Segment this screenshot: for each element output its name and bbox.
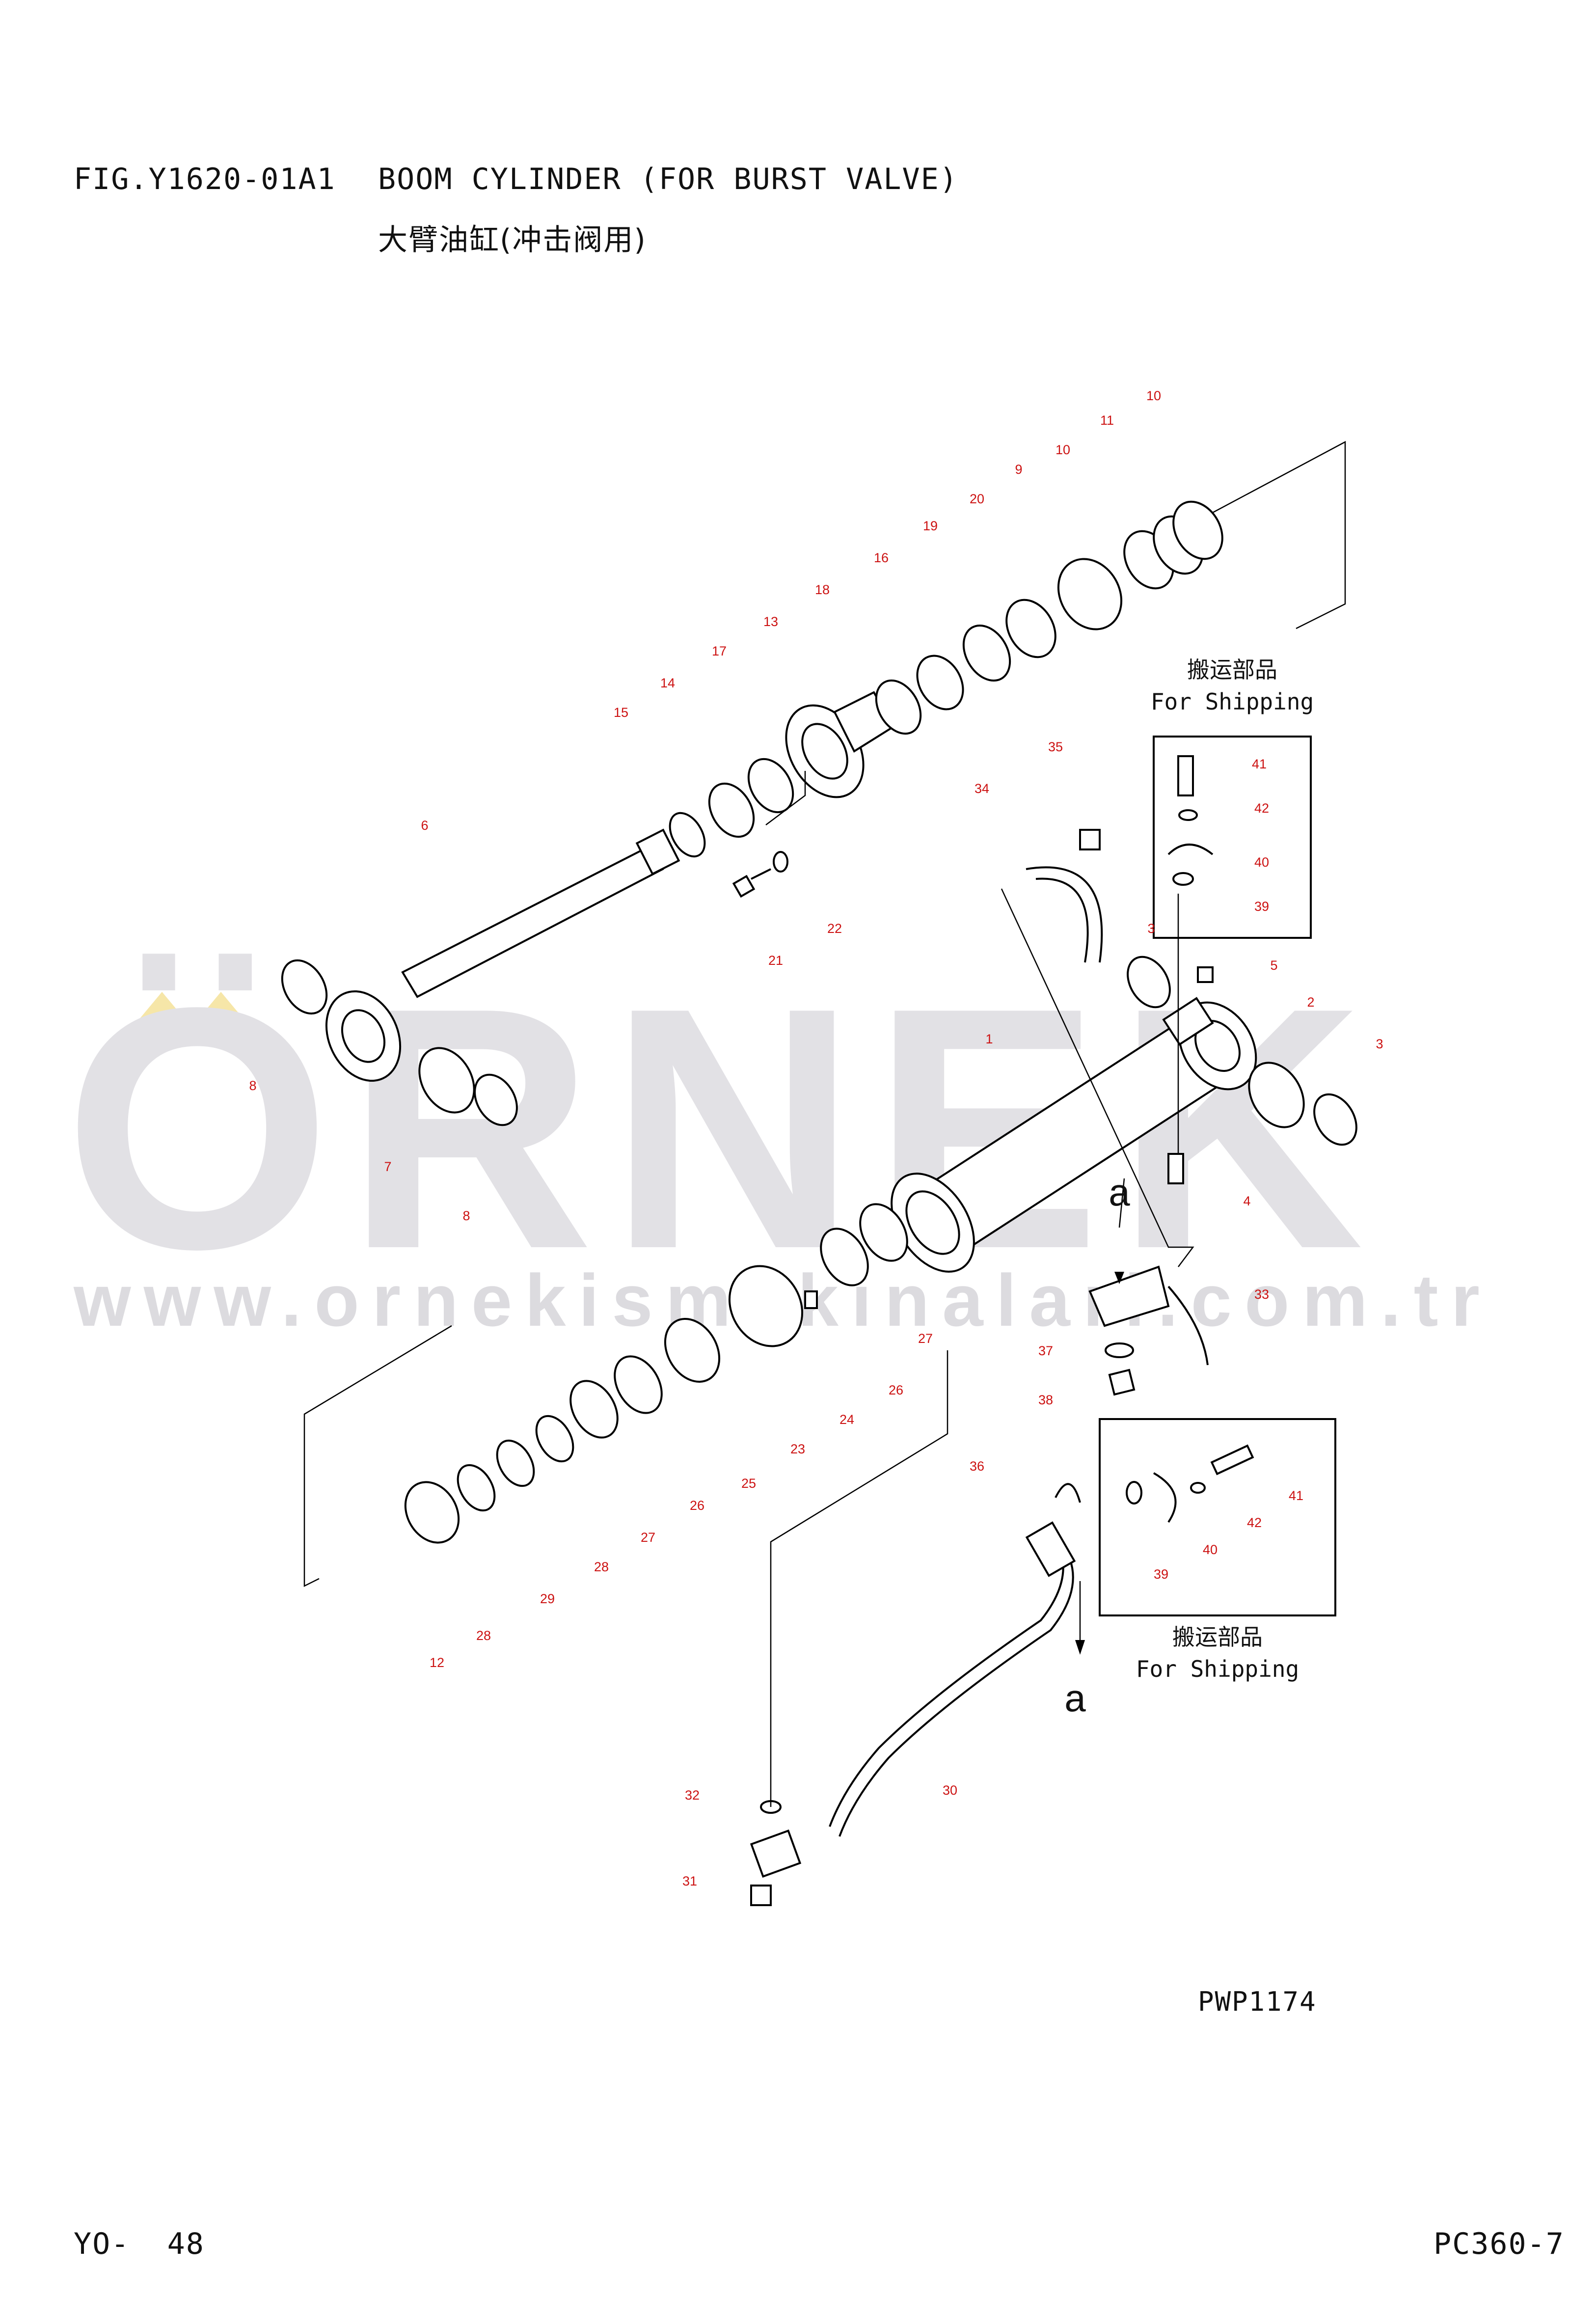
callout: 27 xyxy=(918,1331,933,1346)
callout: 9 xyxy=(1015,462,1022,477)
callout: 10 xyxy=(1146,388,1161,403)
part-callouts: 10 11 10 9 20 19 16 18 13 17 14 15 6 35 … xyxy=(249,388,1383,1888)
assembly-lines xyxy=(765,771,1194,1807)
callout: 2 xyxy=(1307,995,1314,1010)
callout: 29 xyxy=(540,1591,555,1606)
callout: 26 xyxy=(690,1498,704,1513)
callout: 22 xyxy=(827,921,842,936)
callout: 3 xyxy=(1376,1037,1383,1051)
callout: 24 xyxy=(839,1412,854,1427)
callout: 5 xyxy=(1270,958,1277,973)
callout: 30 xyxy=(943,1783,957,1798)
callout: 3 xyxy=(1147,921,1155,936)
shipping-label-upper-cn: 搬运部品 xyxy=(1187,656,1277,683)
callout: 11 xyxy=(1100,413,1114,428)
callout: 32 xyxy=(685,1788,700,1803)
callout: 8 xyxy=(249,1078,256,1093)
shipping-label-upper-en: For Shipping xyxy=(1151,688,1314,715)
callout: 28 xyxy=(476,1628,491,1643)
page-number: YO- 48 xyxy=(74,2227,205,2261)
shipping-label-lower-en: For Shipping xyxy=(1136,1656,1299,1682)
shipping-box-lower xyxy=(1099,1418,1336,1616)
piston-train xyxy=(404,1203,908,1544)
bolt-and-washer xyxy=(732,851,788,898)
piston-rod xyxy=(325,828,680,1082)
clamp-lower xyxy=(1088,1265,1209,1396)
callout: 23 xyxy=(790,1442,805,1456)
callout: 36 xyxy=(970,1459,984,1474)
callout: 39 xyxy=(1154,1567,1168,1582)
callout: 1 xyxy=(985,1032,993,1046)
callout: 39 xyxy=(1254,899,1269,914)
callout: 27 xyxy=(641,1530,655,1545)
callout: 34 xyxy=(974,781,989,796)
shipping-box-upper xyxy=(1153,736,1312,939)
callout: 18 xyxy=(815,582,830,597)
callout: 41 xyxy=(1289,1488,1303,1503)
shipping-label-lower-cn: 搬运部品 xyxy=(1172,1624,1263,1650)
view-arrow-label-upper: a xyxy=(1109,1171,1130,1214)
seal-rings-upper xyxy=(669,500,1223,858)
rod-end-bushings xyxy=(281,959,518,1126)
callout: 28 xyxy=(594,1559,609,1574)
callout: 12 xyxy=(430,1655,444,1670)
group-bracket-upper xyxy=(303,440,1346,1587)
callout: 31 xyxy=(682,1874,697,1888)
machine-model: PC360-7 xyxy=(1434,2227,1565,2261)
callout: 40 xyxy=(1203,1542,1218,1557)
callout: 10 xyxy=(1056,442,1070,457)
callout: 8 xyxy=(462,1208,470,1223)
callout: 38 xyxy=(1038,1393,1053,1407)
callout: 4 xyxy=(1243,1194,1250,1208)
drawing-code: PWP1174 xyxy=(1198,1986,1317,2017)
callout: 13 xyxy=(763,614,778,629)
callout: 42 xyxy=(1254,801,1269,816)
view-arrow-label-lower: a xyxy=(1064,1676,1086,1720)
callout: 17 xyxy=(712,644,727,658)
callout: 14 xyxy=(660,676,675,690)
bottom-end-bushings xyxy=(1127,956,1357,1184)
callout: 25 xyxy=(741,1476,756,1491)
figure-id: FIG.Y1620-01A1 xyxy=(74,162,336,196)
clamp-upper xyxy=(1026,829,1103,963)
callout: 7 xyxy=(384,1159,391,1174)
callout: 15 xyxy=(614,705,628,720)
callout: 20 xyxy=(970,492,984,506)
callout: 37 xyxy=(1038,1343,1053,1358)
callout: 19 xyxy=(923,519,938,533)
cylinder-tube xyxy=(891,997,1257,1273)
callout: 35 xyxy=(1048,739,1063,754)
callout: 40 xyxy=(1254,855,1269,870)
callout: 41 xyxy=(1252,757,1267,771)
callout: 6 xyxy=(421,818,428,833)
callout: 42 xyxy=(1247,1515,1262,1530)
callout: 21 xyxy=(768,953,783,968)
callout: 26 xyxy=(889,1383,903,1397)
hose-assembly xyxy=(750,1483,1081,1906)
callout: 16 xyxy=(874,550,889,565)
figure-title-chinese: 大臂油缸(冲击阀用) xyxy=(378,223,647,257)
callout: 33 xyxy=(1254,1287,1269,1302)
figure-title: BOOM CYLINDER (FOR BURST VALVE) xyxy=(378,162,958,196)
